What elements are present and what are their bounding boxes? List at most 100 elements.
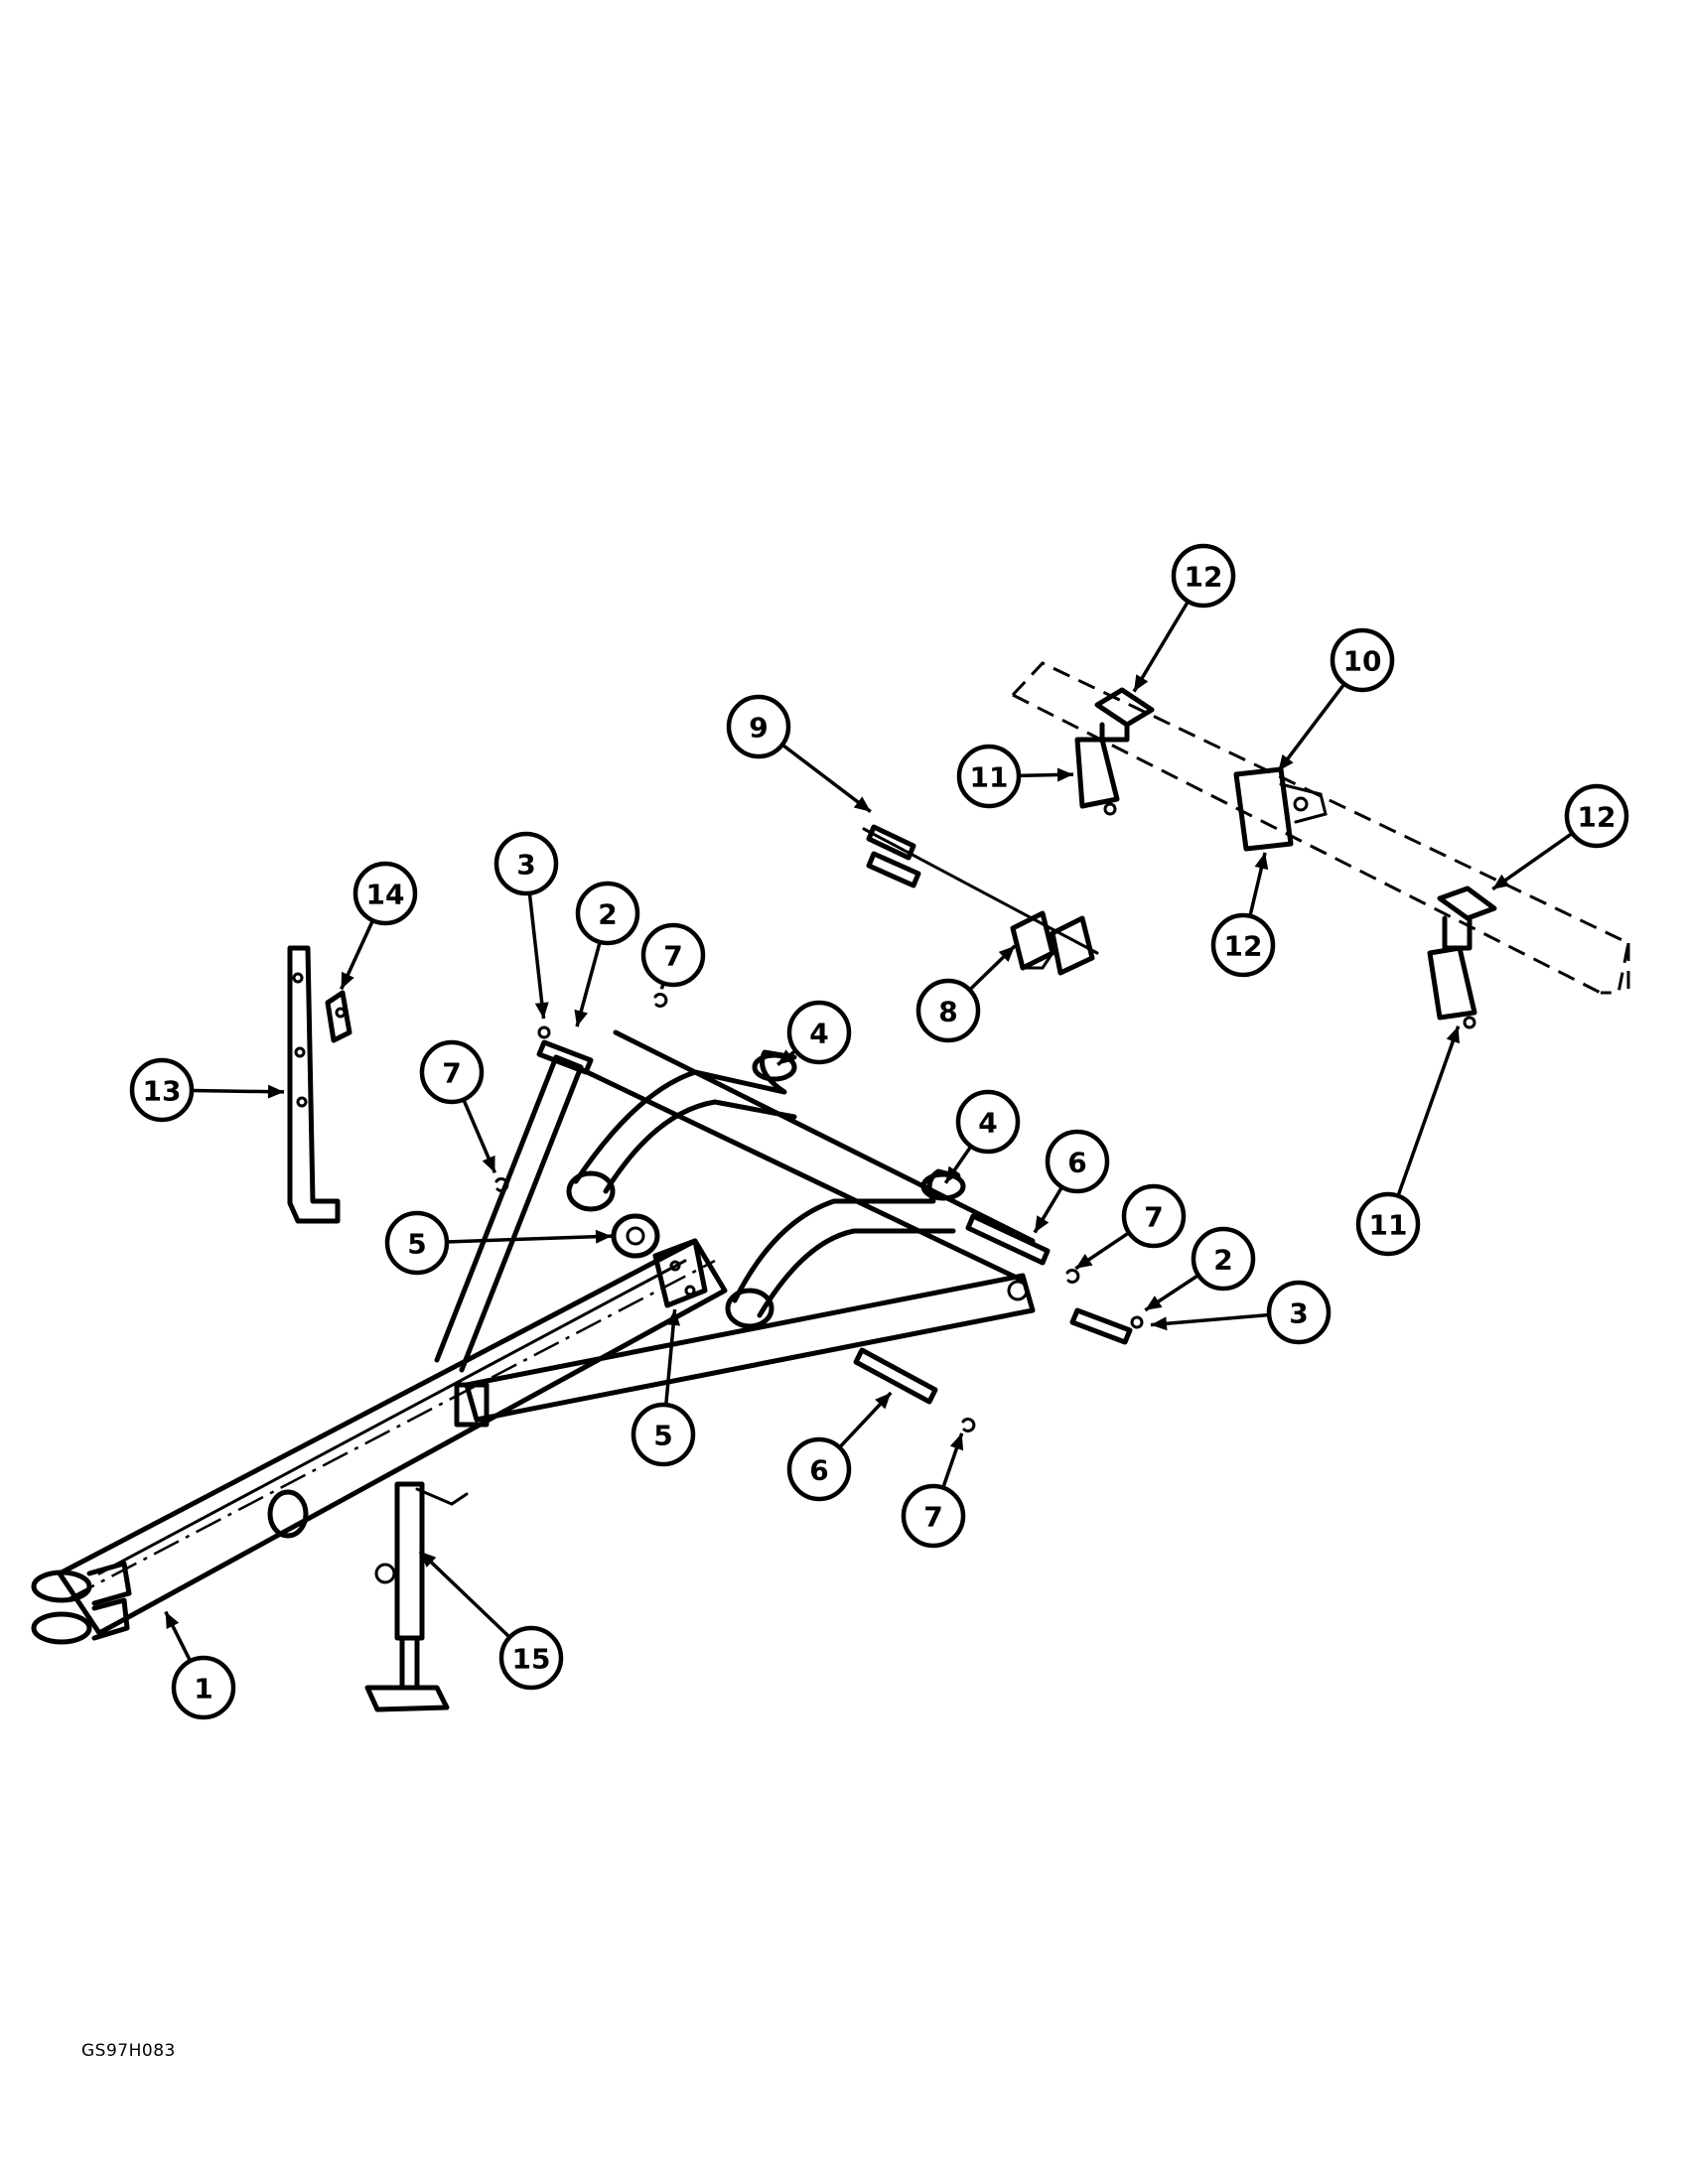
callout-number: 7 xyxy=(442,1057,461,1090)
callout-number: 1 xyxy=(194,1673,212,1706)
callout-circle xyxy=(1045,1129,1110,1194)
callout-number: 12 xyxy=(1224,930,1263,963)
callout-arrowhead xyxy=(1145,1296,1163,1310)
callout-circle xyxy=(498,1625,564,1691)
callout-circle xyxy=(915,978,981,1043)
callout-circle xyxy=(384,1210,450,1276)
callout-arrowhead xyxy=(595,1229,613,1244)
callout-arrowhead xyxy=(1254,852,1269,871)
callout-circle xyxy=(575,881,640,946)
callout-number: 7 xyxy=(663,940,682,973)
callout-number: 2 xyxy=(598,898,617,931)
pivot-plate-right xyxy=(652,1238,708,1308)
callout-leader xyxy=(1277,682,1346,772)
callout-leader xyxy=(527,892,546,1020)
shield-right xyxy=(1427,945,1477,1029)
callout-circle xyxy=(493,831,559,896)
callout-circle xyxy=(956,744,1022,809)
callout-circle xyxy=(786,1000,852,1065)
callout-number: 11 xyxy=(1369,1209,1408,1242)
callout-arrowhead xyxy=(666,1308,681,1326)
callout-number: 4 xyxy=(978,1107,997,1140)
callout-leader xyxy=(1132,600,1191,693)
mount-bracket xyxy=(1010,910,1095,976)
jack-stand xyxy=(364,1481,469,1712)
callout-arrowhead xyxy=(1134,674,1149,692)
callout-arrowhead xyxy=(1056,767,1074,782)
shield-upper xyxy=(1074,737,1120,816)
callout-arrowhead xyxy=(419,1551,437,1568)
callout-number: 6 xyxy=(809,1454,828,1487)
callout-circle xyxy=(1564,783,1629,849)
callout-leader xyxy=(1491,831,1574,891)
hydraulic-link xyxy=(862,824,1099,955)
callout-circle xyxy=(1330,627,1395,693)
callout-leader xyxy=(780,743,872,813)
callout-circle xyxy=(1121,1183,1187,1249)
callout-circle xyxy=(1355,1191,1421,1257)
callout-circle xyxy=(129,1057,195,1123)
callout-circle xyxy=(419,1039,485,1105)
callout-circle xyxy=(171,1655,236,1720)
callout-number: 3 xyxy=(516,849,535,882)
callout-number: 7 xyxy=(1144,1201,1163,1234)
callout-circle xyxy=(631,1402,696,1467)
callout-leader xyxy=(418,1550,511,1639)
callout-arrowhead xyxy=(1075,1254,1093,1269)
long-pin-lower xyxy=(853,1347,938,1405)
clip-ring-left xyxy=(494,1176,509,1192)
pin-upper-left xyxy=(536,1039,594,1075)
callout-arrowhead xyxy=(534,1002,549,1020)
callout-leader xyxy=(664,1308,677,1406)
pin-right xyxy=(1069,1307,1133,1345)
long-pin-right xyxy=(965,1213,1051,1266)
callout-leader xyxy=(1396,1025,1461,1197)
clip-upper xyxy=(537,1025,551,1039)
callout-arrowhead xyxy=(267,1084,285,1099)
callout-circle xyxy=(640,922,706,988)
callout-number: 8 xyxy=(938,996,957,1028)
callout-arrowhead xyxy=(482,1155,495,1173)
callout-number: 15 xyxy=(512,1643,551,1676)
callout-number: 5 xyxy=(653,1420,672,1452)
callout-arrowhead xyxy=(1492,874,1510,889)
callout-arrowhead xyxy=(949,1433,964,1451)
callout-circle xyxy=(1210,912,1276,978)
clip-right xyxy=(1130,1315,1144,1329)
callout-number: 4 xyxy=(809,1018,828,1050)
toolbar-outline xyxy=(1011,661,1630,995)
callout-number: 12 xyxy=(1185,561,1223,594)
callout-arrowhead xyxy=(853,796,871,812)
callout-circle xyxy=(901,1483,966,1549)
hitch-tongue-frame xyxy=(31,1029,1036,1645)
clip-ring-right xyxy=(1065,1268,1080,1284)
clamp-center xyxy=(1233,766,1328,852)
callout-circle xyxy=(1266,1280,1332,1345)
callout-number: 6 xyxy=(1067,1147,1086,1179)
callout-number: 14 xyxy=(366,879,405,911)
bracket-upper xyxy=(1094,687,1155,743)
callout-circle xyxy=(1191,1226,1256,1292)
clip-ring-lower xyxy=(961,1417,976,1433)
callout-circle xyxy=(1171,543,1236,609)
callout-arrowhead xyxy=(165,1611,180,1630)
callout-arrowhead xyxy=(1446,1025,1460,1044)
callout-number: 2 xyxy=(1213,1244,1232,1277)
callout-leader xyxy=(1150,1312,1270,1327)
callout-circle xyxy=(726,694,791,759)
callout-number: 11 xyxy=(970,761,1009,794)
clip-ring-upper xyxy=(653,992,668,1008)
hanger-strap-right xyxy=(725,1168,966,1329)
bracket-right xyxy=(1437,886,1497,951)
callout-number: 7 xyxy=(923,1501,942,1534)
callout-number: 12 xyxy=(1578,801,1616,834)
callout-circle xyxy=(955,1089,1021,1155)
callout-leader xyxy=(446,1234,613,1244)
callout-arrowhead xyxy=(777,1049,795,1065)
callout-arrowhead xyxy=(1035,1215,1050,1233)
callout-arrowhead xyxy=(945,1165,961,1183)
callout-arrowhead xyxy=(875,1392,892,1410)
hanger-strap-left xyxy=(566,1049,797,1212)
